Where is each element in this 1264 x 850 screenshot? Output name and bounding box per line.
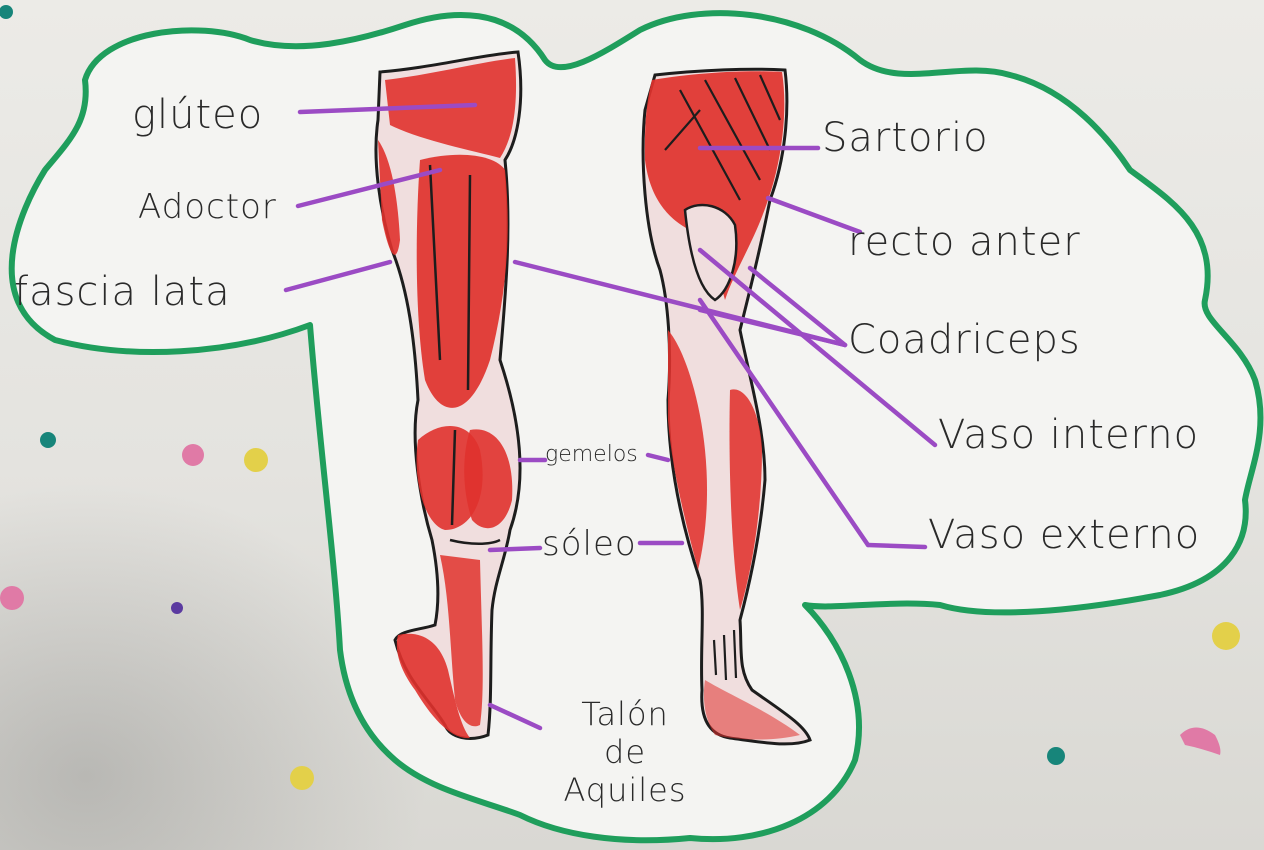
leader-line bbox=[490, 548, 540, 550]
label-talon-line-3: Aquiles bbox=[540, 771, 710, 809]
confetti-dot bbox=[1180, 728, 1220, 756]
label-soleo: sóleo bbox=[542, 527, 637, 561]
label-talon-line-1: Talón bbox=[540, 695, 710, 733]
confetti-dot bbox=[0, 5, 13, 19]
confetti-dot bbox=[1212, 622, 1240, 650]
label-coadriceps: Coadriceps bbox=[848, 320, 1081, 360]
confetti-dot bbox=[1047, 747, 1065, 765]
label-talon-de-aquiles: Talón de Aquiles bbox=[540, 695, 710, 809]
confetti-dot bbox=[0, 586, 24, 610]
label-vaso-interno: Vaso interno bbox=[938, 415, 1199, 455]
label-gluteo: glúteo bbox=[132, 95, 263, 135]
label-sartorio: Sartorio bbox=[822, 118, 989, 158]
confetti-dot bbox=[244, 448, 268, 472]
confetti-dot bbox=[290, 766, 314, 790]
confetti-dot bbox=[182, 444, 204, 466]
label-fascia-lata: fascia lata bbox=[14, 272, 231, 312]
label-recto-anter: recto anter bbox=[848, 222, 1081, 262]
label-adoctor: Adoctor bbox=[138, 190, 277, 224]
confetti-dot bbox=[171, 602, 183, 614]
leader-line bbox=[868, 545, 925, 547]
label-gemelos: gemelos bbox=[545, 444, 638, 466]
label-vaso-externo: Vaso externo bbox=[928, 515, 1200, 555]
confetti-dot bbox=[40, 432, 56, 448]
label-talon-line-2: de bbox=[540, 733, 710, 771]
